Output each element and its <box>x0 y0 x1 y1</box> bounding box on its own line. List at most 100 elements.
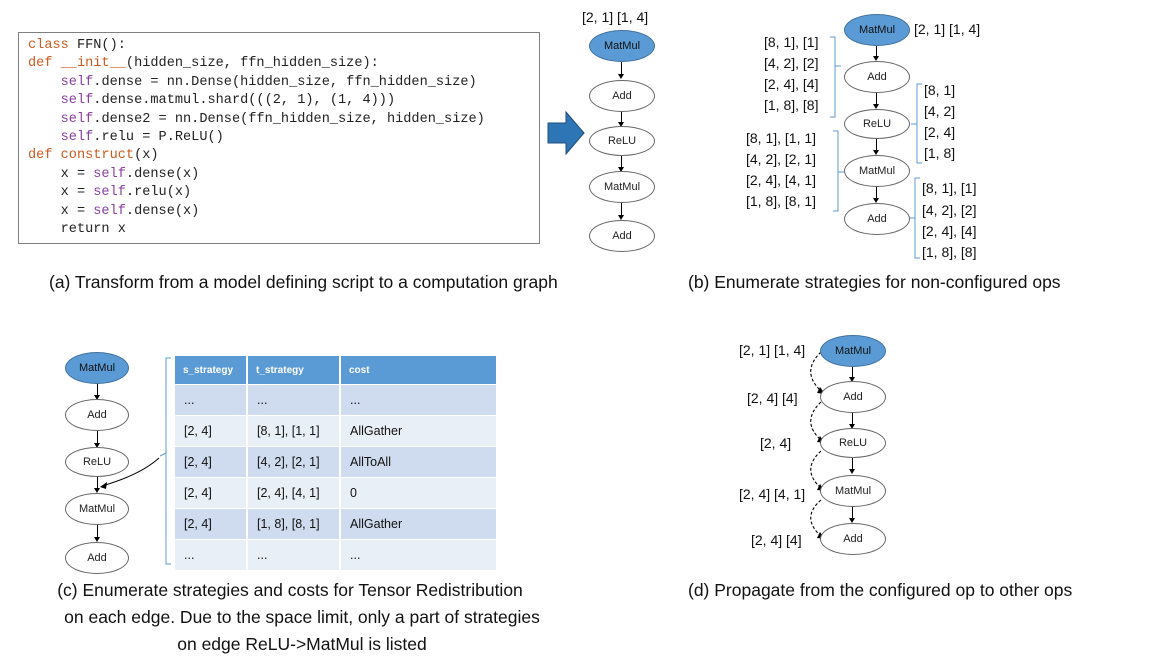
strategy-label: [1, 8], [8] <box>764 97 819 113</box>
code-line: x = self.dense(x) <box>28 166 200 184</box>
code-box: class FFN():def __init__(hidden_size, ff… <box>18 32 540 244</box>
propagation-label: [2, 4] <box>760 435 792 451</box>
edge-arrow <box>849 507 855 523</box>
panel-a-top-label: [2, 1] [1, 4] <box>582 9 649 25</box>
edge-arrow <box>873 139 879 155</box>
code-line: x = self.dense(x) <box>28 203 200 221</box>
edge-arrow <box>873 187 879 203</box>
node-add-b2: Add <box>844 203 910 235</box>
code-token: self <box>93 203 126 219</box>
code-token: .dense2 = nn.Dense(ffn_hidden_size, hidd… <box>93 111 485 127</box>
code-token: x = <box>28 185 94 201</box>
edge-arrow <box>94 384 100 400</box>
edge-arrow <box>873 46 879 61</box>
edge-connector-head <box>100 482 107 489</box>
propagation-label: [2, 1] [1, 4] <box>739 342 806 358</box>
caption-d: (d) Propagate from the configured op to … <box>688 580 1073 600</box>
prop-arrow-1 <box>810 351 823 393</box>
table-cell: ... <box>247 384 341 416</box>
table-cell: AllGather <box>340 508 496 540</box>
code-token: self <box>60 74 94 90</box>
table-row: [2, 4][1, 8], [8, 1]AllGather <box>175 508 496 540</box>
caption-a: (a) Transform from a model defining scri… <box>49 272 558 292</box>
strategy-label: [1, 8] <box>924 145 956 161</box>
code-token: .relu(x) <box>125 185 192 201</box>
edge-arrow <box>849 413 855 429</box>
edge-arrow <box>873 93 879 109</box>
table-header: cost <box>340 356 496 385</box>
code-token: (x) <box>134 148 159 164</box>
table-cell: [2, 4] <box>175 446 248 478</box>
strategy-label: [8, 1], [1] <box>764 34 819 50</box>
code-token: x = <box>28 166 94 182</box>
bracket-left1 <box>830 36 836 118</box>
bracket-left2 <box>833 130 839 212</box>
edge-arrow <box>94 525 100 542</box>
caption-b: (b) Enumerate strategies for non-configu… <box>688 272 1061 292</box>
strategy-label: [2, 4], [4, 1] <box>746 172 817 188</box>
table-row: [2, 4][2, 4], [4, 1]0 <box>175 477 496 509</box>
edge-arrow <box>849 458 855 474</box>
strategy-label: [1, 8], [8] <box>922 244 977 260</box>
node-matmul-c2: MatMul <box>65 493 129 525</box>
table-header: t_strategy <box>247 356 341 385</box>
edge-arrow <box>618 62 624 79</box>
node-add-c2: Add <box>65 542 129 574</box>
table-row: [2, 4][4, 2], [2, 1]AllToAll <box>175 446 496 478</box>
strategy-label: [2, 4] <box>924 124 956 140</box>
table-row: ......... <box>175 384 496 416</box>
edge-connector <box>101 457 160 487</box>
edge-arrow <box>94 431 100 448</box>
code-token: __init__ <box>60 56 126 72</box>
code-line: def construct(x) <box>28 147 159 165</box>
strategy-label: [2, 4], [4] <box>764 76 819 92</box>
table-cell: ... <box>175 384 248 416</box>
strategy-label: [8, 1], [1, 1] <box>746 130 817 146</box>
code-token: x = <box>28 203 94 219</box>
strategy-label: [1, 8], [8, 1] <box>746 193 817 209</box>
code-line: self.dense.matmul.shard(((2, 1), (1, 4))… <box>28 92 395 110</box>
table-cell: [2, 4], [4, 1] <box>247 477 341 509</box>
table-row: [2, 4][8, 1], [1, 1]AllGather <box>175 415 496 447</box>
propagation-label: [2, 4] [4] <box>747 390 798 406</box>
node-matmul-d: MatMul <box>820 335 886 367</box>
node-relu-d: ReLU <box>820 428 886 458</box>
code-token: .relu = P.ReLU() <box>93 130 224 145</box>
strategy-label: [4, 2], [2, 1] <box>746 151 817 167</box>
node-add: Add <box>589 80 655 112</box>
code-token: self <box>93 185 126 201</box>
table-cell: ... <box>340 539 496 570</box>
table-header: s_strategy <box>175 356 248 385</box>
strategy-label: [8, 1] <box>924 82 956 98</box>
node-matmul-b: MatMul <box>844 14 910 46</box>
table-cell: [2, 4] <box>175 508 248 540</box>
transform-arrow-icon <box>547 110 585 156</box>
panel-b-top-label: [2, 1] [1, 4] <box>914 21 981 37</box>
code-token: self <box>60 93 94 109</box>
code-token: def <box>28 56 61 72</box>
table-cell: [4, 2], [2, 1] <box>247 446 341 478</box>
code-token: FFN(): <box>76 38 126 53</box>
table-bracket <box>165 357 171 565</box>
bracket-right2 <box>914 177 920 259</box>
code-token: (hidden_size, ffn_hidden_size): <box>125 56 379 72</box>
code-token: def <box>28 148 61 164</box>
strategy-label: [4, 2] <box>924 103 956 119</box>
propagation-label: [2, 4] [4, 1] <box>739 486 806 502</box>
code-token: .dense(x) <box>125 166 200 182</box>
edge-arrow <box>618 112 624 127</box>
code-token: self <box>60 111 94 127</box>
node-matmul-2: MatMul <box>589 171 655 203</box>
code-line: def __init__(hidden_size, ffn_hidden_siz… <box>28 55 379 73</box>
table-cell: [2, 4] <box>175 415 248 447</box>
caption-c-line3: on edge ReLU->MatMul is listed <box>177 634 427 654</box>
code-line: return x <box>28 221 126 239</box>
code-token: construct <box>60 148 135 164</box>
caption-c-line2: on each edge. Due to the space limit, on… <box>64 607 540 627</box>
code-line: class FFN(): <box>28 37 126 55</box>
code-line: x = self.relu(x) <box>28 184 192 202</box>
code-token: .dense.matmul.shard(((2, 1), (1, 4))) <box>93 93 396 109</box>
node-add-d2: Add <box>820 523 886 555</box>
strategy-label: [4, 2], [2] <box>922 202 977 218</box>
node-relu-c: ReLU <box>65 447 129 477</box>
